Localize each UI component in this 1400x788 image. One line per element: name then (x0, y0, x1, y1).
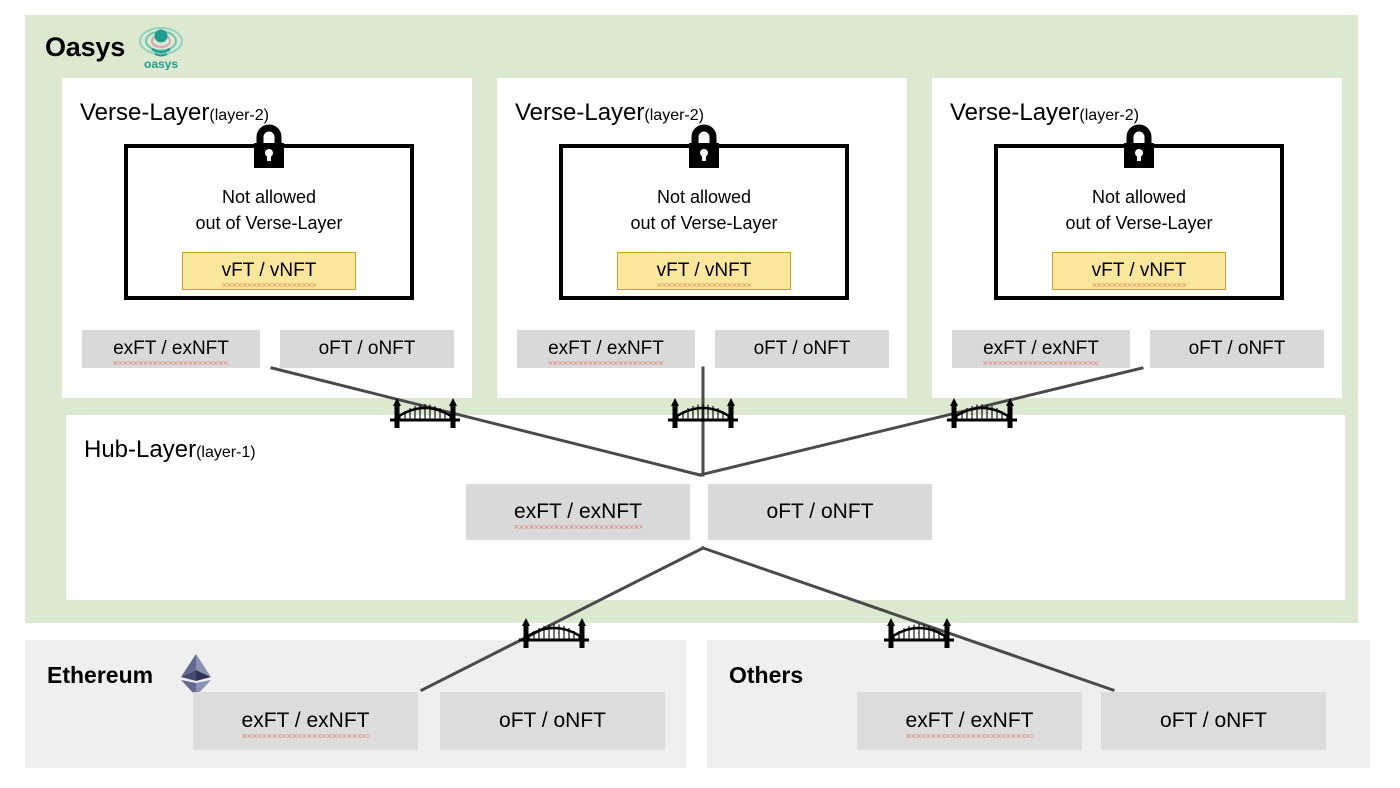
hub-layer-title: Hub-Layer(layer-1) (84, 435, 256, 468)
hub-chip-exft[interactable]: exFT / exNFT (466, 484, 690, 540)
verse-chip-exft-label-2: exFT / exNFT (548, 338, 664, 365)
verse-chip-oft-2[interactable]: oFT / oNFT (715, 330, 889, 368)
hub-chip-exft-label: exFT / exNFT (514, 500, 642, 529)
ethereum-chip-oft-label: oFT / oNFT (499, 709, 606, 732)
others-chip-oft[interactable]: oFT / oNFT (1101, 692, 1326, 750)
locked-message-line2-1: out of Verse-Layer (195, 213, 343, 233)
verse-layer-panel-2: Verse-Layer(layer-2) Not allowed out of … (497, 78, 907, 398)
locked-message-2: Not allowed out of Verse-Layer (563, 184, 845, 236)
verse-chip-oft-label-1: oFT / oNFT (318, 338, 416, 359)
verse-layer-sublabel-1: (layer-2) (209, 107, 269, 124)
vft-token-chip-2[interactable]: vFT / vNFT (617, 252, 791, 290)
verse-chip-oft-label-2: oFT / oNFT (753, 338, 851, 359)
verse-chip-exft-3[interactable]: exFT / exNFT (952, 330, 1130, 368)
hub-layer-name: Hub-Layer (84, 436, 197, 463)
locked-box-1: Not allowed out of Verse-Layer vFT / vNF… (124, 124, 414, 300)
verse-layer-title-2: Verse-Layer(layer-2) (515, 98, 704, 131)
vft-token-label-2: vFT / vNFT (656, 260, 752, 287)
locked-message-line2-2: out of Verse-Layer (630, 213, 778, 233)
verse-layer-title-3: Verse-Layer(layer-2) (950, 98, 1139, 131)
locked-message-line1-3: Not allowed (1091, 187, 1187, 207)
verse-layer-panel-1: Verse-Layer(layer-2) Not allowed out of … (62, 78, 472, 398)
others-panel: Others exFT / exNFT oFT / oNFT (707, 640, 1370, 768)
verse-chip-oft-3[interactable]: oFT / oNFT (1150, 330, 1324, 368)
ethereum-diamond-icon (179, 653, 213, 697)
verse-chip-exft-label-3: exFT / exNFT (983, 338, 1099, 365)
locked-message-3: Not allowed out of Verse-Layer (998, 184, 1280, 236)
others-chip-exft-label: exFT / exNFT (905, 709, 1034, 738)
hub-layer-sublabel: (layer-1) (196, 444, 256, 461)
ethereum-chip-exft[interactable]: exFT / exNFT (193, 692, 418, 750)
verse-chip-oft-label-3: oFT / oNFT (1188, 338, 1286, 359)
vft-token-label-1: vFT / vNFT (221, 260, 317, 287)
locked-message-line2-3: out of Verse-Layer (1065, 213, 1213, 233)
verse-layer-sublabel-2: (layer-2) (644, 107, 704, 124)
ethereum-panel: Ethereum exFT / exNFT oFT / oNFT (25, 640, 686, 768)
verse-chip-exft-2[interactable]: exFT / exNFT (517, 330, 695, 368)
ethereum-title: Ethereum (47, 662, 154, 688)
padlock-icon (1117, 122, 1161, 172)
verse-layer-name-3: Verse-Layer (950, 99, 1080, 126)
locked-box-2: Not allowed out of Verse-Layer vFT / vNF… (559, 124, 849, 300)
ethereum-chip-exft-label: exFT / exNFT (241, 709, 370, 738)
verse-chip-oft-1[interactable]: oFT / oNFT (280, 330, 454, 368)
others-title: Others (729, 662, 804, 688)
hub-chip-oft-label: oFT / oNFT (766, 500, 874, 523)
verse-layer-panel-3: Verse-Layer(layer-2) Not allowed out of … (932, 78, 1342, 398)
vft-token-chip-1[interactable]: vFT / vNFT (182, 252, 356, 290)
verse-chip-exft-1[interactable]: exFT / exNFT (82, 330, 260, 368)
locked-box-3: Not allowed out of Verse-Layer vFT / vNF… (994, 124, 1284, 300)
verse-layer-name-1: Verse-Layer (80, 99, 210, 126)
hub-chip-oft[interactable]: oFT / oNFT (708, 484, 932, 540)
verse-chip-exft-label-1: exFT / exNFT (113, 338, 229, 365)
padlock-icon (247, 122, 291, 172)
locked-message-line1-1: Not allowed (221, 187, 317, 207)
ethereum-chip-oft[interactable]: oFT / oNFT (440, 692, 665, 750)
others-chip-oft-label: oFT / oNFT (1160, 709, 1267, 732)
others-chip-exft[interactable]: exFT / exNFT (857, 692, 1082, 750)
oasys-wordmark: oasys (144, 57, 178, 70)
locked-message-line1-2: Not allowed (656, 187, 752, 207)
verse-layer-title-1: Verse-Layer(layer-2) (80, 98, 269, 131)
oasys-ripple-logo: oasys (139, 22, 183, 71)
vft-token-label-3: vFT / vNFT (1091, 260, 1187, 287)
padlock-icon (682, 122, 726, 172)
hub-layer-panel: Hub-Layer(layer-1) exFT / exNFT oFT / oN… (66, 415, 1345, 600)
vft-token-chip-3[interactable]: vFT / vNFT (1052, 252, 1226, 290)
oasys-title: Oasys (45, 32, 126, 62)
verse-layer-name-2: Verse-Layer (515, 99, 645, 126)
locked-message-1: Not allowed out of Verse-Layer (128, 184, 410, 236)
verse-layer-sublabel-3: (layer-2) (1079, 107, 1139, 124)
